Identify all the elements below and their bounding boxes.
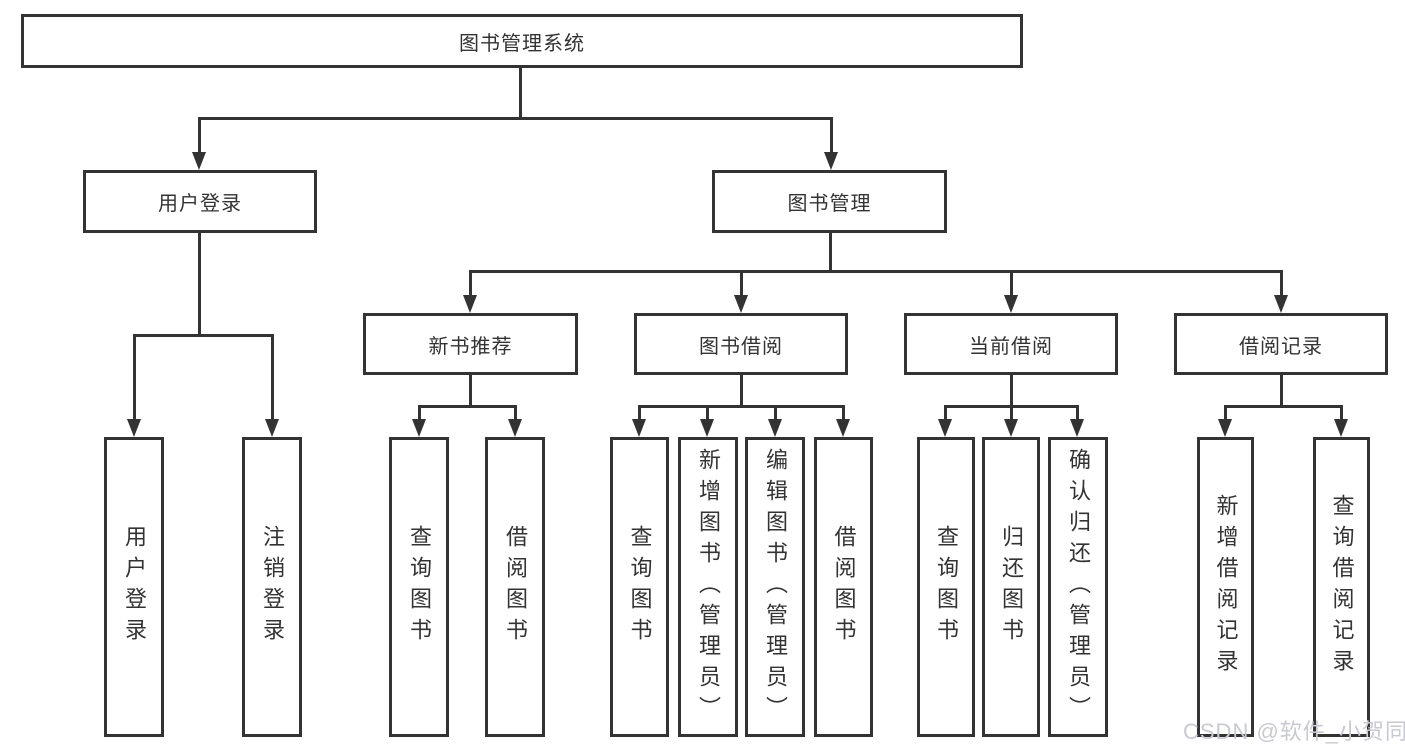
leaf-borrowing-add-books-admin: 新增图书（管理员）: [678, 437, 738, 737]
arrowhead-down-icon: [1004, 419, 1018, 437]
leaf-borrowing-query-books: 查询图书: [610, 437, 669, 737]
node-label: 新书推荐: [428, 335, 513, 358]
connector-line: [418, 405, 517, 408]
leaf-user-login: 用户登录: [104, 437, 164, 737]
connector-line: [198, 117, 833, 120]
arrowhead-down-icon: [508, 419, 522, 437]
leaf-label: 借阅图书: [831, 525, 857, 649]
arrowhead-down-icon: [1070, 419, 1084, 437]
leaf-label: 注销登录: [260, 525, 285, 649]
leaf-records-add-record: 新增借阅记录: [1197, 437, 1254, 737]
leaf-newbooks-borrow-books: 借阅图书: [485, 437, 545, 737]
leaf-logout: 注销登录: [242, 437, 302, 737]
arrowhead-down-icon: [700, 419, 714, 437]
arrowhead-down-icon: [192, 152, 206, 170]
arrowhead-down-icon: [824, 152, 838, 170]
leaf-borrowing-borrow-books: 借阅图书: [814, 437, 873, 737]
connector-line: [514, 405, 517, 421]
leaf-label: 查询图书: [934, 525, 959, 649]
node-label: 借阅记录: [1239, 335, 1323, 358]
connector-line: [774, 405, 777, 421]
connector-line: [740, 270, 743, 296]
connector-line: [271, 334, 274, 420]
arrowhead-down-icon: [1218, 419, 1232, 437]
connector-line: [638, 405, 845, 408]
arrowhead-down-icon: [1334, 419, 1348, 437]
connector-line: [829, 233, 832, 273]
arrowhead-down-icon: [938, 419, 952, 437]
node-user-login: 用户登录: [83, 170, 317, 233]
connector-line: [830, 117, 833, 153]
connector-line: [1280, 270, 1283, 296]
leaf-borrowing-edit-books-admin: 编辑图书（管理员）: [745, 437, 805, 737]
leaf-label: 归还图书: [999, 525, 1024, 649]
arrowhead-down-icon: [734, 295, 748, 313]
connector-line: [1076, 405, 1079, 421]
connector-line: [418, 405, 421, 421]
leaf-current-return-books: 归还图书: [982, 437, 1040, 737]
leaf-newbooks-query-books: 查询图书: [389, 437, 449, 737]
node-book-borrowing: 图书借阅: [634, 313, 848, 375]
leaf-label: 查询图书: [407, 525, 432, 649]
connector-line: [1340, 405, 1343, 421]
connector-line: [198, 117, 201, 153]
leaf-label: 查询借阅记录: [1329, 494, 1355, 680]
connector-line: [133, 334, 274, 337]
node-label: 用户登录: [158, 193, 242, 215]
arrowhead-down-icon: [836, 419, 850, 437]
node-label: 图书借阅: [699, 335, 783, 358]
leaf-label: 新增图书（管理员）: [696, 447, 721, 727]
connector-line: [944, 405, 947, 421]
node-library-management-system: 图书管理系统: [21, 14, 1023, 68]
arrowhead-down-icon: [127, 419, 141, 437]
connector-line: [740, 375, 743, 408]
arrowhead-down-icon: [463, 295, 477, 313]
connector-line: [1224, 405, 1227, 421]
arrowhead-down-icon: [265, 419, 279, 437]
arrowhead-down-icon: [768, 419, 782, 437]
leaf-label: 查询图书: [627, 525, 653, 649]
connector-line: [519, 68, 522, 118]
connector-line: [1280, 375, 1283, 408]
leaf-label: 用户登录: [122, 525, 147, 649]
leaf-label: 编辑图书（管理员）: [763, 447, 788, 727]
connector-line: [198, 233, 201, 337]
arrowhead-down-icon: [412, 419, 426, 437]
node-new-book-recommendation: 新书推荐: [363, 313, 578, 375]
connector-line: [1010, 270, 1013, 296]
connector-line: [469, 270, 1283, 273]
node-label: 当前借阅: [969, 335, 1053, 358]
arrowhead-down-icon: [1274, 295, 1288, 313]
node-label: 图书管理: [787, 193, 872, 215]
leaf-current-confirm-return-admin: 确认归还（管理员）: [1048, 437, 1108, 737]
node-current-borrowing: 当前借阅: [904, 313, 1118, 375]
arrowhead-down-icon: [632, 419, 646, 437]
connector-line: [638, 405, 641, 421]
connector-line: [133, 334, 136, 420]
connector-line: [706, 405, 709, 421]
connector-line: [469, 270, 472, 296]
node-label: 图书管理系统: [459, 32, 585, 55]
connector-line: [1010, 405, 1013, 421]
connector-line: [1224, 405, 1342, 408]
leaf-label: 借阅图书: [503, 525, 528, 649]
node-book-management: 图书管理: [712, 170, 947, 233]
arrowhead-down-icon: [1004, 295, 1018, 313]
connector-line: [842, 405, 845, 421]
leaf-label: 新增借阅记录: [1213, 494, 1239, 680]
csdn-watermark: CSDN @软件_小贺同学: [1183, 719, 1405, 744]
connector-line: [1010, 375, 1013, 408]
leaf-records-query-record: 查询借阅记录: [1313, 437, 1370, 737]
node-borrowing-records: 借阅记录: [1174, 313, 1388, 375]
connector-line: [469, 375, 472, 408]
leaf-current-query-books: 查询图书: [917, 437, 975, 737]
leaf-label: 确认归还（管理员）: [1066, 447, 1091, 727]
